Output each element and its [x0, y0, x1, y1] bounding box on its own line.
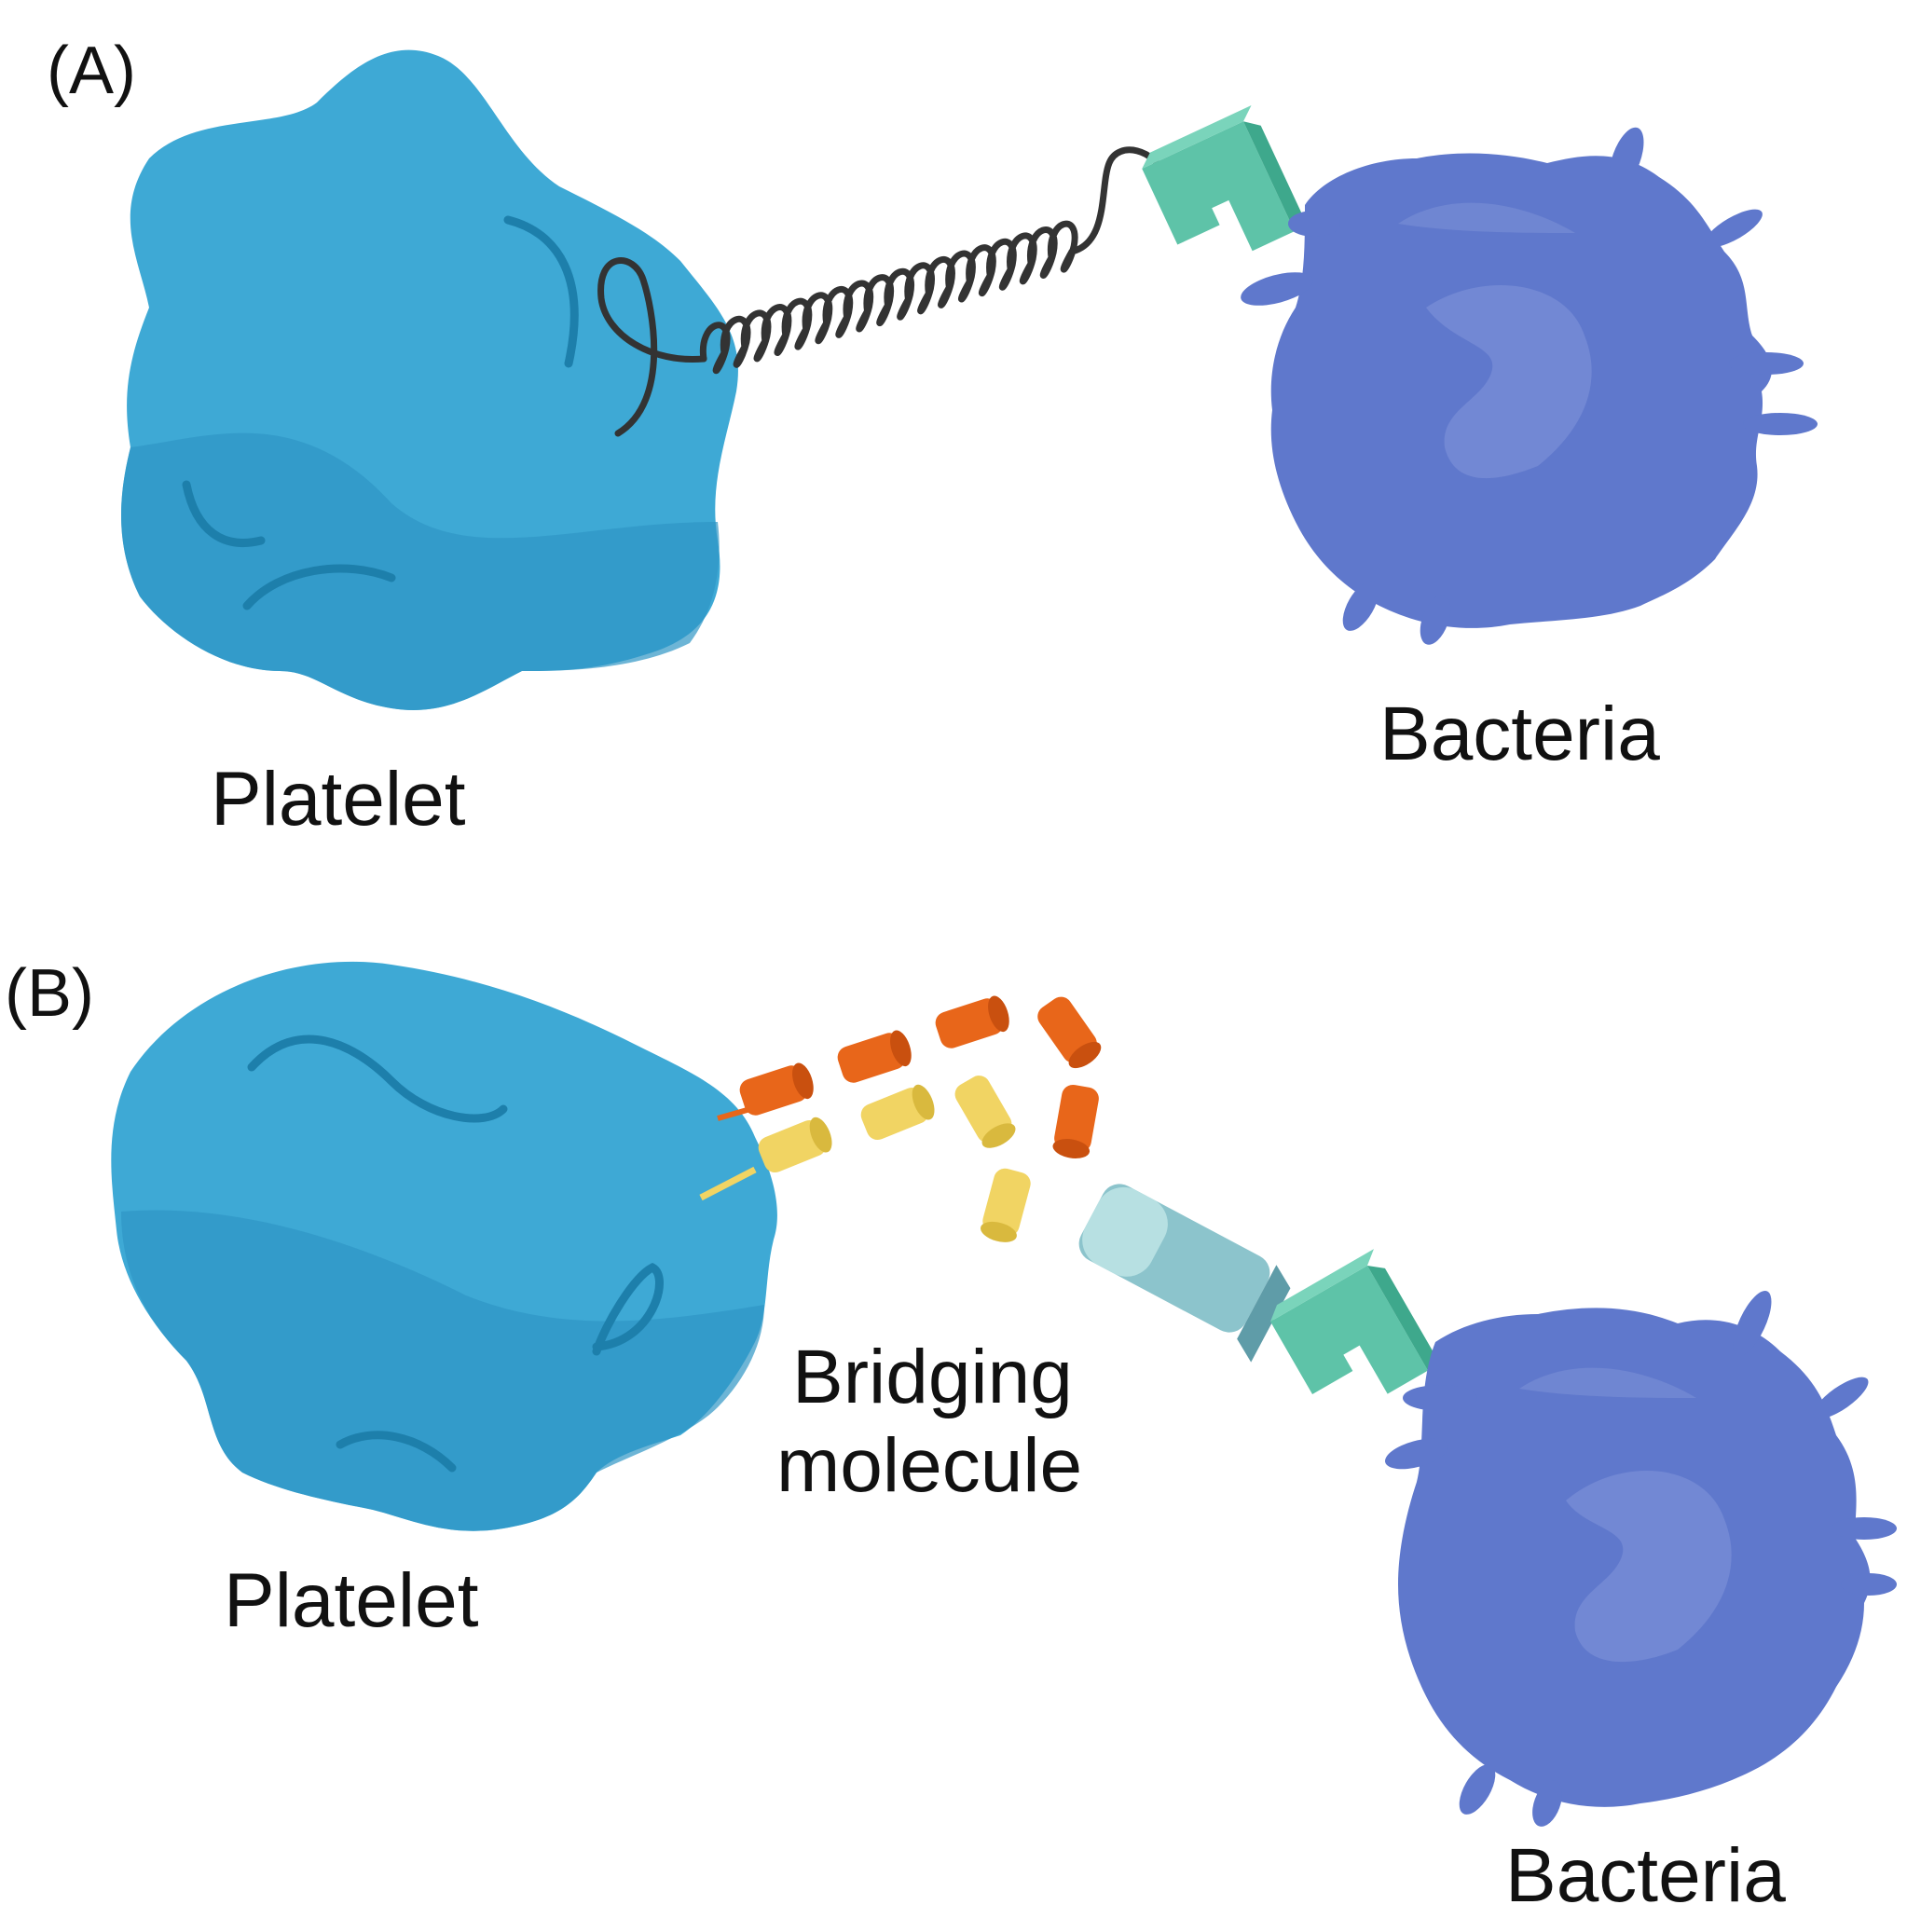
bridging-label-line2: molecule	[776, 1423, 1082, 1508]
receptor-b-body	[1270, 1266, 1428, 1394]
panel-b-label: (B)	[5, 956, 94, 1031]
protrusion	[1733, 1291, 1772, 1356]
platelet-a-curve-3	[242, 564, 396, 610]
bridging-chain-yellow	[699, 1076, 1031, 1242]
protrusion	[1832, 1517, 1897, 1540]
platelet-b-shade	[121, 1210, 764, 1531]
protrusion	[1288, 211, 1340, 237]
platelet-a-curve-2	[182, 480, 266, 547]
orange-segment	[1037, 996, 1102, 1069]
yellow-stalk	[699, 1166, 757, 1201]
platelet-b-curve-2	[592, 1262, 664, 1356]
yellow-segment	[954, 1076, 1016, 1148]
protrusion	[1241, 272, 1313, 306]
platelet-a-curve-1	[503, 215, 579, 368]
receptor-a	[1142, 105, 1312, 252]
protrusion	[1403, 1385, 1477, 1411]
protrusion	[1420, 595, 1451, 645]
protrusion	[1743, 413, 1818, 435]
bridging-chain-orange	[717, 995, 1102, 1158]
receptor-b	[1270, 1249, 1446, 1394]
bacteria-a-protrusions	[1241, 127, 1818, 645]
bacteria-b	[1384, 1291, 1897, 1827]
protrusion	[1729, 352, 1804, 375]
orange-segment	[739, 1062, 814, 1116]
protrusion	[1342, 581, 1379, 631]
platelet-a	[121, 49, 738, 710]
panel-a: (A)	[47, 34, 1818, 842]
bacteria-a-label: Bacteria	[1379, 692, 1660, 776]
orange-segment	[837, 1030, 912, 1083]
spring-tail-end	[597, 257, 707, 437]
receptor-a-side	[1243, 121, 1312, 236]
protrusion	[1532, 1780, 1562, 1827]
platelet-b-label: Platelet	[224, 1558, 479, 1643]
panel-b: (B)	[5, 956, 1897, 1918]
protrusion	[1841, 1573, 1897, 1596]
protrusion	[1609, 127, 1644, 190]
platelet-b-curve-3	[336, 1431, 457, 1473]
panel-a-label: (A)	[47, 34, 136, 108]
bacteria-b-highlight	[1566, 1470, 1732, 1663]
protrusion	[1705, 209, 1763, 248]
bacteria-b-highlight-top	[1519, 1367, 1696, 1398]
protrusion	[1813, 1377, 1869, 1419]
platelet-b	[111, 961, 777, 1531]
receptor-a-top	[1142, 105, 1252, 169]
bacteria-b-label: Bacteria	[1505, 1833, 1786, 1918]
bacteria-a-highlight	[1426, 285, 1592, 479]
yellow-segment	[860, 1084, 935, 1141]
platelet-a-shade	[121, 432, 720, 710]
yellow-segment	[758, 1117, 832, 1173]
spring-coil	[699, 220, 1078, 375]
receptor-b-side	[1366, 1266, 1446, 1374]
bridging-label-line1: Bridging	[792, 1335, 1073, 1419]
bacteria-a-highlight-top	[1398, 202, 1575, 233]
orange-stalk	[717, 1106, 751, 1121]
protrusion	[1384, 1438, 1449, 1470]
yellow-segment	[980, 1168, 1031, 1242]
protrusion	[1459, 1764, 1496, 1815]
platelet-a-label: Platelet	[211, 757, 466, 842]
bacteria-a	[1241, 127, 1818, 645]
platelet-b-curve-1	[247, 1035, 508, 1123]
teal-adapter-block	[1078, 1184, 1291, 1363]
orange-segment	[935, 995, 1009, 1048]
receptor-a-body	[1142, 121, 1295, 252]
orange-segment	[1052, 1084, 1099, 1158]
bacteria-b-protrusions	[1384, 1291, 1897, 1827]
receptor-b-top	[1270, 1249, 1374, 1322]
